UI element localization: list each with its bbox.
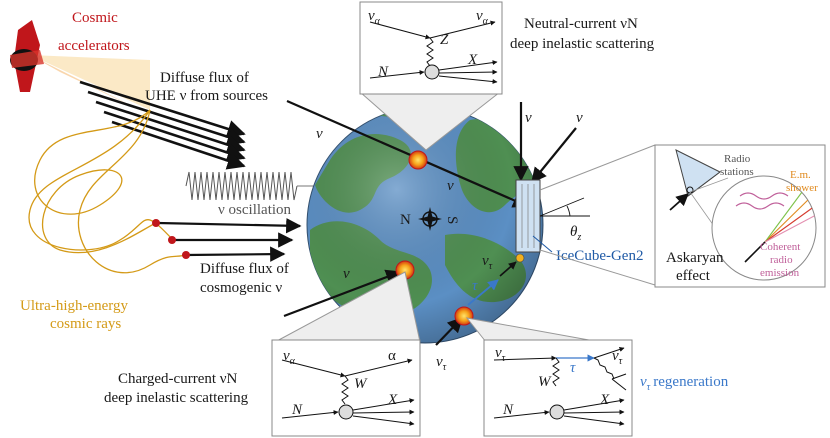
uhecr-label-1: Ultra-high-energy [20,298,129,314]
cosmic-accelerator-icon [10,20,150,110]
askaryan-zoom-lines [539,144,656,286]
nu-symbol-2: ν [447,178,454,194]
compass-north-label: N [400,212,411,228]
nc-nu-in: να [368,8,381,27]
em-shower-label-1: E.m. [790,169,811,181]
cc-lepton-out: α [388,348,396,364]
cosmic-accelerators-label-2: accelerators [58,38,130,54]
nutau-regen-symbol: ντ [482,253,493,272]
nc-N-label: N [377,64,389,80]
cosmogenic-interaction-points [152,219,190,259]
cosmic-accelerators-label-1: Cosmic [72,10,118,26]
nc-Z-boson: Z [440,32,449,48]
tau-callout-pointer [465,317,601,343]
nc-label-1: Neutral-current νN [524,16,638,32]
radio-stations-label-2: stations [720,166,754,178]
diffuse-sources-label-1: Diffuse flux of [160,70,249,86]
askaryan-label-2: effect [676,268,711,284]
theta-z-symbol: θz [570,224,581,243]
source-flux-arrows [79,80,246,170]
coherent-label-2: radio [770,254,793,266]
cc-X-label: X [387,392,398,408]
nutau-incoming-symbol: ντ [436,354,447,373]
nc-feynman-panel [359,1,503,95]
cc-W-boson: W [354,376,368,392]
zenith-angle-arc [566,205,571,217]
cc-feynman-panel [271,339,421,437]
tau-panel-X-label: X [599,392,610,408]
tau-panel-W-boson: W [538,374,552,390]
nu-symbol-5: ν [343,266,350,282]
icecube-label: IceCube-Gen2 [556,248,643,264]
tau-panel-nu-out: ντ [612,348,623,367]
source-nu-path [286,99,529,208]
askaryan-label-1: Askaryan [666,250,724,266]
downgoing-nu-arrow-2 [531,127,577,184]
oscillation-wave [185,171,298,201]
nu-symbol-1: ν [316,126,323,142]
icecube-pointer [532,235,553,253]
nu-symbol-4: ν [576,110,583,126]
nu-symbol-3: ν [525,110,532,126]
zenith-angle-lines [539,197,590,217]
uhecr-trajectories [28,109,187,274]
cc-N-label: N [291,402,303,418]
nc-label-2: deep inelastic scattering [510,36,655,52]
coherent-label-1: Coherent [760,241,800,253]
diffuse-cosmogenic-label-2: cosmogenic ν [200,280,282,296]
compass-south-label: S [444,216,460,224]
cosmogenic-flux-arrows [157,218,302,262]
nc-nu-out: να [476,8,489,27]
cosmogenic-nu-path [283,269,402,318]
tau-path-arrow [467,279,499,306]
diffuse-sources-label-2: UHE ν from sources [145,88,268,104]
nu-oscillation-label: ν oscillation [218,202,292,218]
uhecr-label-2: cosmic rays [50,316,121,332]
tau-feynman-panel [483,339,633,437]
radio-stations-label-1: Radio [724,153,751,165]
cc-callout-pointer [274,271,421,343]
nc-callout-pointer [359,91,501,151]
compass-icon [418,207,442,231]
icecube-detector-icon [515,179,541,263]
tau-panel-nu-in: ντ [495,345,506,364]
cc-label-2: deep inelastic scattering [104,390,249,406]
radio-lens-icon [711,175,817,281]
tau-symbol: τ [472,278,478,294]
tau-panel-N-label: N [502,402,514,418]
tau-panel-tau: τ [570,360,576,376]
regenerated-nutau-arrow [499,261,517,277]
cc-label-1: Charged-current νN [118,371,238,387]
em-shower-label-2: shower [786,182,818,194]
diffuse-cosmogenic-label-1: Diffuse flux of [200,261,289,277]
coherent-label-3: emission [760,267,800,279]
nc-X-label: X [467,52,478,68]
cc-nu-in: να [283,348,296,367]
